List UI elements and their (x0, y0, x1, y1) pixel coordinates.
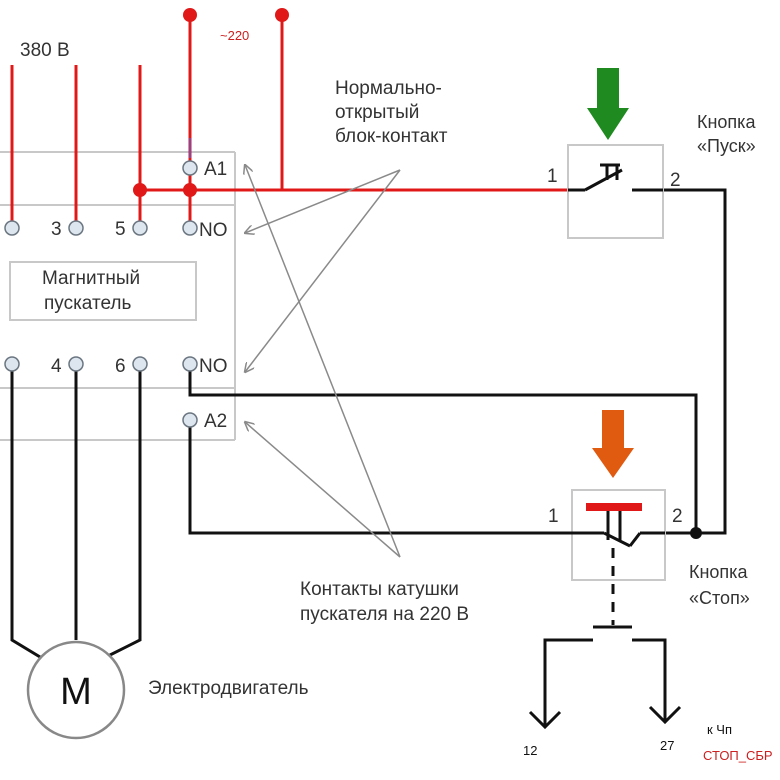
term-6-label: 6 (115, 356, 126, 377)
start-button-label-line2: «Пуск» (697, 136, 756, 156)
stop-pin-1: 1 (548, 506, 559, 527)
no-block-label-line1: Нормально- (335, 78, 442, 99)
start-arrow-icon (587, 68, 629, 140)
motor-symbol: M (60, 671, 92, 713)
start-button-label-line1: Кнопка (697, 112, 756, 132)
no-block-label-line2: открытый (335, 102, 419, 123)
term-a2-label: A2 (204, 411, 227, 432)
motor-label: Электродвигатель (148, 678, 309, 699)
out-12-label: 12 (523, 743, 537, 758)
pointer-a2 (245, 422, 401, 558)
arrow-27-icon (648, 705, 682, 725)
control-circuit (188, 188, 727, 535)
voltage-380-label: 380 В (20, 40, 70, 61)
junction-5 (133, 183, 147, 197)
vfd-wire-left (543, 638, 593, 725)
term-no-bottom-label: NO (199, 356, 228, 377)
pointer-no-top (245, 169, 401, 233)
term-4-label: 4 (51, 356, 62, 377)
three-phase-supply (10, 15, 570, 222)
control-junction (690, 527, 702, 539)
terminal-no-bottom (182, 356, 198, 372)
terminal-5 (132, 220, 148, 236)
start-pin-2: 2 (670, 170, 681, 191)
terminal-1 (4, 220, 20, 236)
terminals (4, 160, 198, 428)
term-5-label: 5 (115, 219, 126, 240)
start-button: 1 2 Кнопка «Пуск» (547, 68, 756, 239)
magnetic-starter: Магнитный пускатель (0, 151, 236, 441)
motor: M Электродвигатель (26, 640, 309, 740)
no-bottom-wire (188, 366, 698, 533)
vfd-label: к Чп (707, 722, 732, 737)
stop-contact-right (628, 532, 642, 547)
term-a1-label: A1 (204, 159, 227, 180)
terminal-4 (68, 356, 84, 372)
vfd-wire-right (632, 638, 667, 720)
pointer-a1 (245, 165, 401, 558)
stop-contact-blade (603, 531, 631, 548)
pointer-no-bottom (245, 169, 401, 372)
motor-circle (26, 640, 126, 740)
red-junctions (133, 8, 289, 197)
terminal-l-top (183, 8, 197, 22)
motor-wire-1 (10, 366, 46, 662)
starter-label-box (9, 261, 197, 321)
a2-to-stop-wire (188, 420, 570, 535)
voltage-220-label: ~220 (220, 28, 249, 43)
stop-arrow-icon (592, 410, 634, 478)
stop-button-label-line2: «Стоп» (689, 588, 750, 608)
terminal-6 (132, 356, 148, 372)
terminal-3 (68, 220, 84, 236)
terminal-2 (4, 356, 20, 372)
motor-wires (10, 366, 142, 662)
stop-pin-2: 2 (672, 506, 683, 527)
starter-label-line1: Магнитный (42, 268, 140, 289)
term-3-label: 3 (51, 219, 62, 240)
vfd-contact (528, 548, 682, 730)
arrow-12-icon (528, 710, 562, 730)
junction-no (183, 183, 197, 197)
out-27-label: 27 (660, 738, 674, 753)
stop-button-cap (586, 503, 642, 511)
coil-label-line1: Контакты катушки (300, 579, 459, 600)
start-to-stop-wire (663, 188, 727, 535)
coil-label-line2: пускателя на 220 В (300, 604, 469, 625)
motor-wire-3 (103, 366, 142, 660)
terminal-n-top (275, 8, 289, 22)
terminal-a1 (182, 160, 198, 176)
no-block-label-line3: блок-контакт (335, 126, 448, 147)
stop-button: 1 2 Кнопка «Стоп» (548, 410, 750, 608)
terminal-no-top (182, 220, 198, 236)
terminal-a2 (182, 412, 198, 428)
start-pin-1: 1 (547, 166, 558, 187)
starter-label-line2: пускатель (44, 293, 131, 314)
vfd-stop-label: СТОП_СБР (703, 748, 773, 763)
pointer-lines (245, 165, 401, 558)
stop-button-label-line1: Кнопка (689, 562, 748, 582)
term-no-top-label: NO (199, 220, 228, 241)
